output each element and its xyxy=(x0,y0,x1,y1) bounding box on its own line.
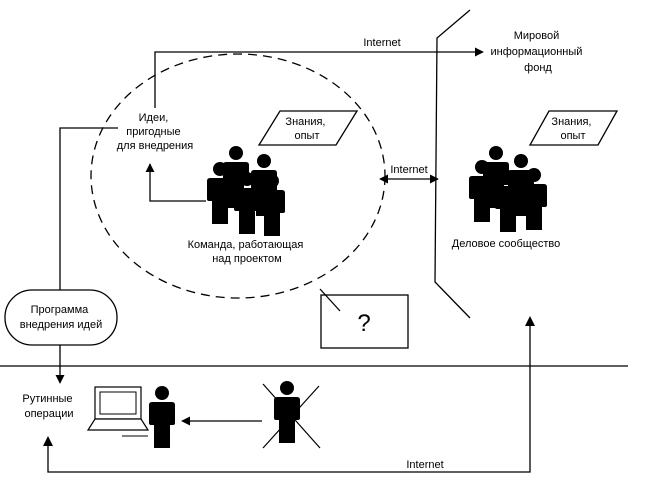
team-label: Команда, работающая над проектом xyxy=(188,239,307,265)
internet-bottom-arrow xyxy=(47,318,531,473)
knowledge-business-label: Знания, опыт xyxy=(551,116,594,142)
routine-label: Рутинные операции xyxy=(22,393,75,420)
team-people-group xyxy=(207,146,285,236)
knowledge-business-shape xyxy=(528,110,619,146)
world-fund-label: Мировой информационный фонд xyxy=(490,30,585,74)
world-boundary-line xyxy=(434,9,471,319)
program-label: Программа внедрения идей xyxy=(20,304,103,331)
question-box xyxy=(320,294,409,349)
worker-person-icon xyxy=(149,386,175,448)
cross-mark-icon xyxy=(262,383,321,449)
internet-bottom-arrowhead-up xyxy=(525,316,535,326)
internet-top-label: Internet xyxy=(363,37,400,49)
question-mark: ? xyxy=(357,310,370,337)
business-people-group xyxy=(469,146,547,232)
internet-top-arrow xyxy=(154,47,484,108)
knowledge-team-label: Знания, опыт xyxy=(285,116,328,142)
internet-bottom-arrowhead-routine xyxy=(43,436,53,446)
internet-bottom-label: Internet xyxy=(406,459,443,471)
laptop-icon xyxy=(86,386,150,437)
team-to-ideas-arrow xyxy=(145,163,206,202)
knowledge-team-shape xyxy=(257,110,359,146)
internet-middle-label: Internet xyxy=(390,164,427,176)
ideas-label: Идеи, пригодные для внедрения xyxy=(117,112,194,152)
business-label: Деловое сообщество xyxy=(452,238,560,250)
ideas-to-program-line xyxy=(59,127,118,290)
program-box xyxy=(4,289,118,346)
question-connector-line xyxy=(319,288,341,312)
